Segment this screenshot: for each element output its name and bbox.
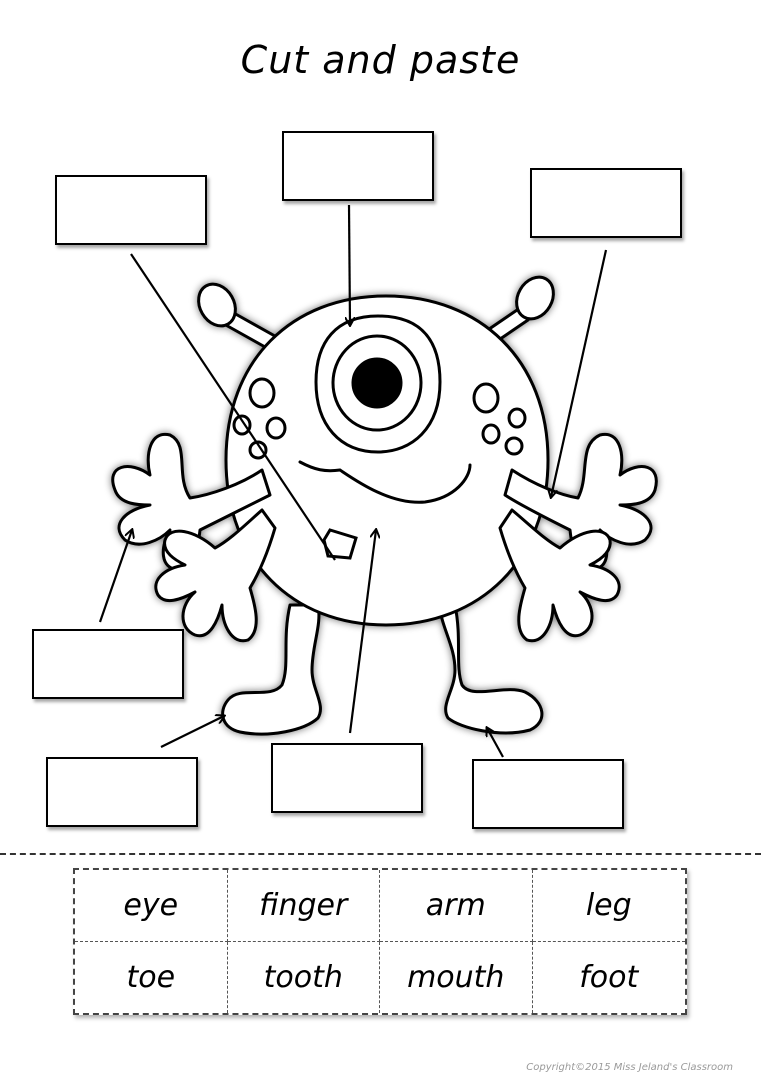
pointer-finger [100,530,132,622]
label-box-top-left[interactable] [55,175,207,245]
word-bank: eye finger arm leg toe tooth mouth foot [73,868,687,1015]
label-box-middle-left[interactable] [32,629,184,699]
word-card[interactable]: arm [380,870,533,942]
word-card[interactable]: toe [75,942,228,1014]
label-box-top-center[interactable] [282,131,434,201]
cut-line [0,853,761,855]
label-box-bottom-right[interactable] [472,759,624,829]
label-box-bottom-center[interactable] [271,743,423,813]
copyright-notice: Copyright©2015 Miss Jeland's Classroom [526,1062,733,1073]
pointer-eye [349,205,350,325]
word-card[interactable]: mouth [380,942,533,1014]
pupil [353,359,401,407]
word-card[interactable]: eye [75,870,228,942]
word-card[interactable]: finger [228,870,381,942]
word-card[interactable]: leg [533,870,686,942]
word-card[interactable]: tooth [228,942,381,1014]
pointer-foot [161,716,224,747]
word-card[interactable]: foot [533,942,686,1014]
label-box-bottom-left[interactable] [46,757,198,827]
label-box-top-right[interactable] [530,168,682,238]
